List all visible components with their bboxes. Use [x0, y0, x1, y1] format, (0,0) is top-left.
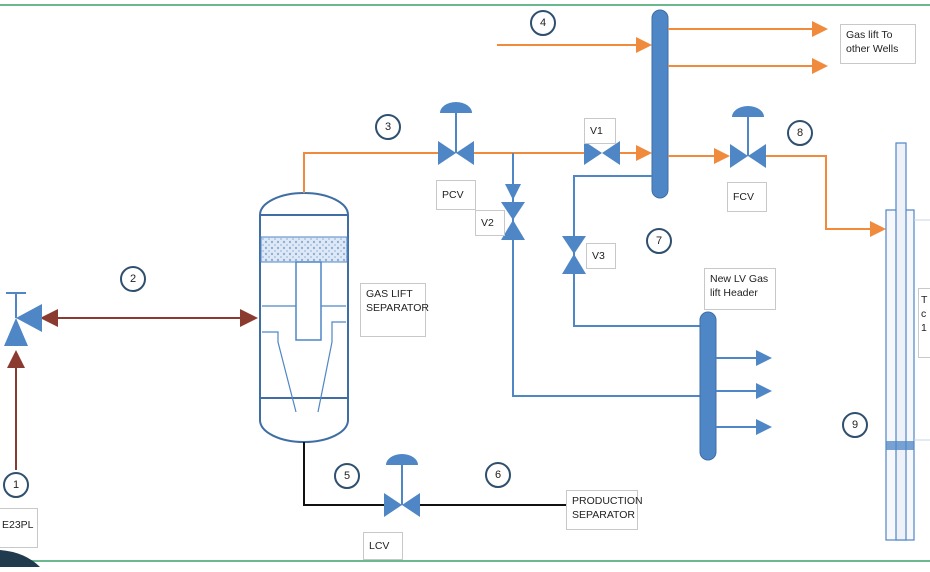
lcv-label: LCV [363, 532, 403, 560]
stream-number-7: 7 [646, 228, 672, 254]
stream-number-3: 3 [375, 114, 401, 140]
stream-number-9: 9 [842, 412, 868, 438]
right-well-label: T c 1 [918, 288, 930, 358]
well-label: E23PL [0, 508, 38, 548]
well-tubing [885, 142, 930, 541]
new-lv-header-label-line2: lift Header [710, 287, 758, 299]
production-separator-line2: SEPARATOR [572, 509, 636, 521]
v3-label: V3 [586, 243, 616, 269]
right-well-label-line3: 1 [921, 322, 927, 334]
stream-number-4: 4 [530, 10, 556, 36]
well-choke-valve [4, 292, 42, 346]
gas-lift-other-wells-label: Gas lift To other Wells [840, 24, 916, 64]
gas-lift-separator-label-line1: GAS LIFT [366, 288, 413, 300]
gas-lift-other-wells-line2: other Wells [846, 43, 899, 55]
production-separator-label: PRODUCTION SEPARATOR [566, 490, 643, 530]
pcv-valve [438, 102, 474, 165]
stream-number-6: 6 [485, 462, 511, 488]
stream-number-1: 1 [3, 472, 29, 498]
gas-lift-separator-label-line2: SEPARATOR [366, 302, 430, 314]
stream-number-8: 8 [787, 120, 813, 146]
gas-lift-separator-vessel [259, 192, 349, 443]
new-lv-header [699, 311, 717, 461]
v1-valve [584, 141, 620, 165]
right-well-label-line1: T [921, 294, 928, 306]
v2-valve [501, 202, 525, 240]
stream-number-2: 2 [120, 266, 146, 292]
new-lv-header-label-line1: New LV Gas [710, 273, 769, 285]
production-separator-line1: PRODUCTION [572, 495, 643, 507]
lcv-valve [384, 454, 420, 517]
new-lv-header-label: New LV Gas lift Header [704, 268, 776, 310]
v3-valve [562, 236, 586, 274]
stream-number-5: 5 [334, 463, 360, 489]
separator-liquid-outlet-line [303, 442, 384, 506]
v2-branch-line [512, 153, 700, 397]
fcv-label: FCV [727, 182, 767, 212]
gas-lift-separator-label: GAS LIFT SEPARATOR [360, 283, 430, 337]
gas-header-vertical [651, 9, 669, 199]
separator-gas-outlet-line [303, 152, 438, 193]
v1-label: V1 [584, 118, 616, 144]
fcv-to-well-line [766, 155, 886, 237]
fcv-valve [730, 106, 766, 168]
right-well-label-line2: c [921, 308, 927, 320]
gas-lift-other-wells-line1: Gas lift To [846, 29, 893, 41]
corner-decoration [0, 550, 40, 567]
pcv-label: PCV [436, 180, 476, 210]
v2-label: V2 [475, 210, 505, 236]
